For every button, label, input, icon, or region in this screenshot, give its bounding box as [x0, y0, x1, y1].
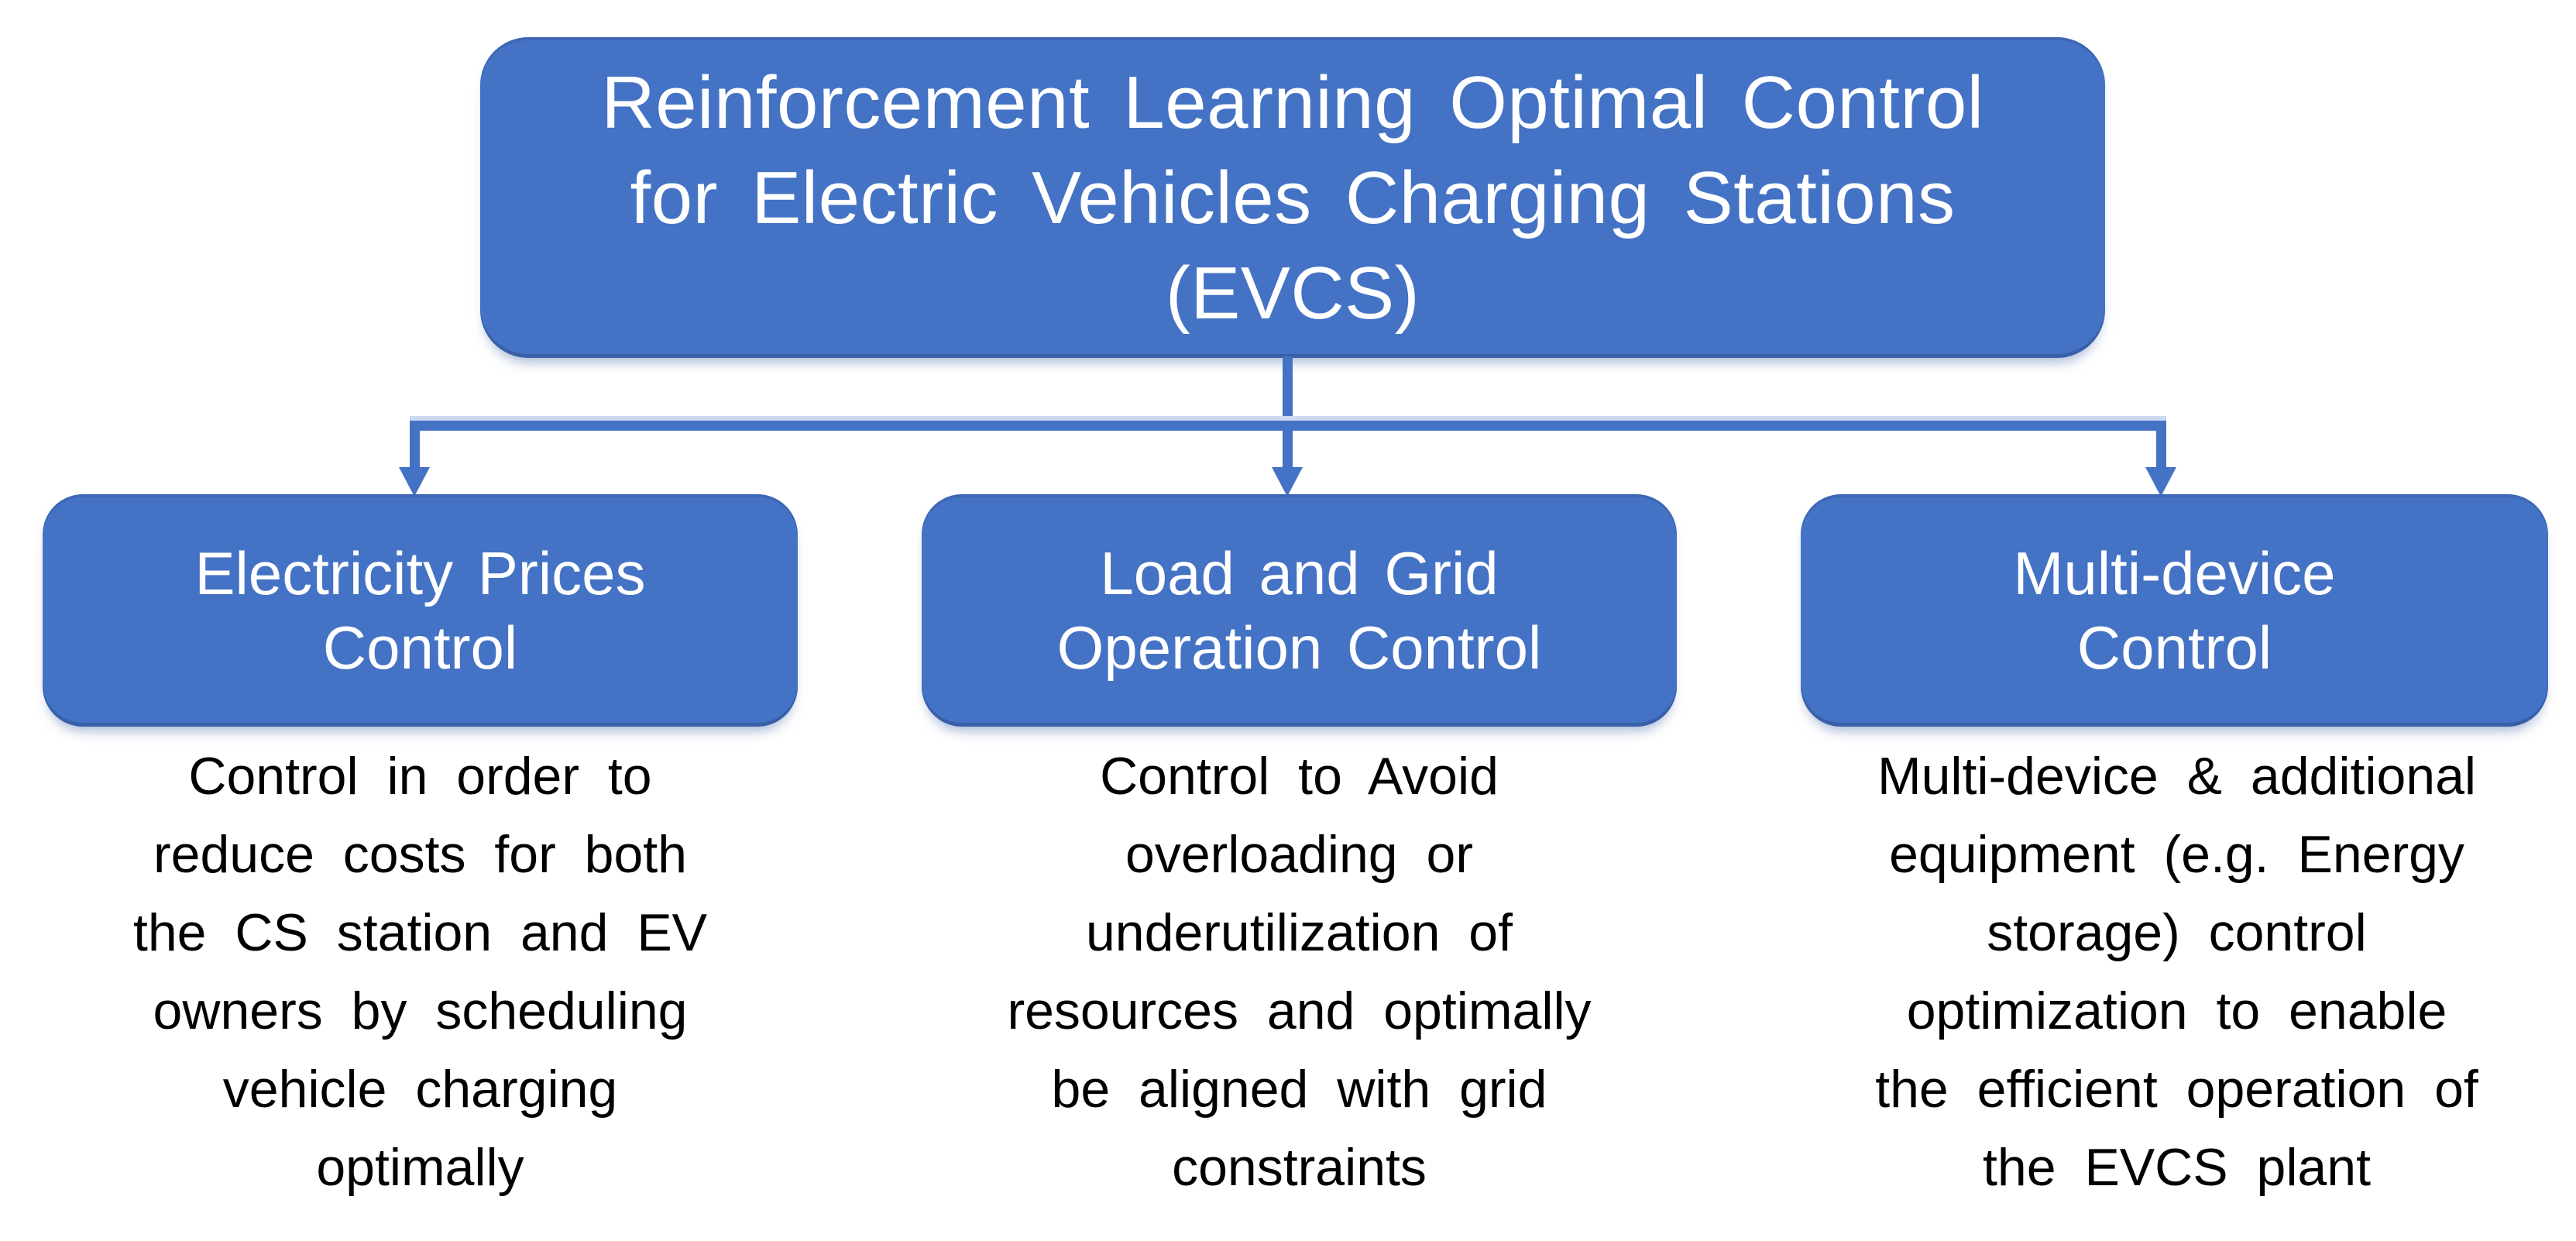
connector-drop-right: [2156, 421, 2166, 470]
arrowhead-down-middle-icon: [1272, 467, 1303, 497]
branch-node-electricity-prices: Electricity Prices Control: [43, 494, 798, 727]
connector-stem: [1283, 356, 1293, 425]
connector-drop-middle: [1283, 421, 1293, 470]
branch-description-electricity-prices: Control in order to reduce costs for bot…: [132, 747, 708, 1197]
branch-description-load-grid-operation: Control to Avoid overloading or underuti…: [1007, 747, 1592, 1197]
connector-drop-left: [410, 421, 420, 470]
branch-description-multi-device: Multi-device & additional equipment (e.g…: [1875, 747, 2478, 1197]
branch-title-electricity-prices: Electricity Prices Control: [194, 539, 646, 682]
branch-node-multi-device: Multi-device Control: [1801, 494, 2548, 727]
branch-title-multi-device: Multi-device Control: [2013, 539, 2336, 682]
arrowhead-down-right-icon: [2145, 467, 2176, 497]
root-node: Reinforcement Learning Optimal Control f…: [480, 37, 2105, 358]
arrowhead-down-left-icon: [399, 467, 430, 497]
root-node-title: Reinforcement Learning Optimal Control f…: [601, 60, 1984, 335]
branch-node-load-grid-operation: Load and Grid Operation Control: [922, 494, 1677, 727]
branch-title-load-grid-operation: Load and Grid Operation Control: [1056, 539, 1542, 682]
